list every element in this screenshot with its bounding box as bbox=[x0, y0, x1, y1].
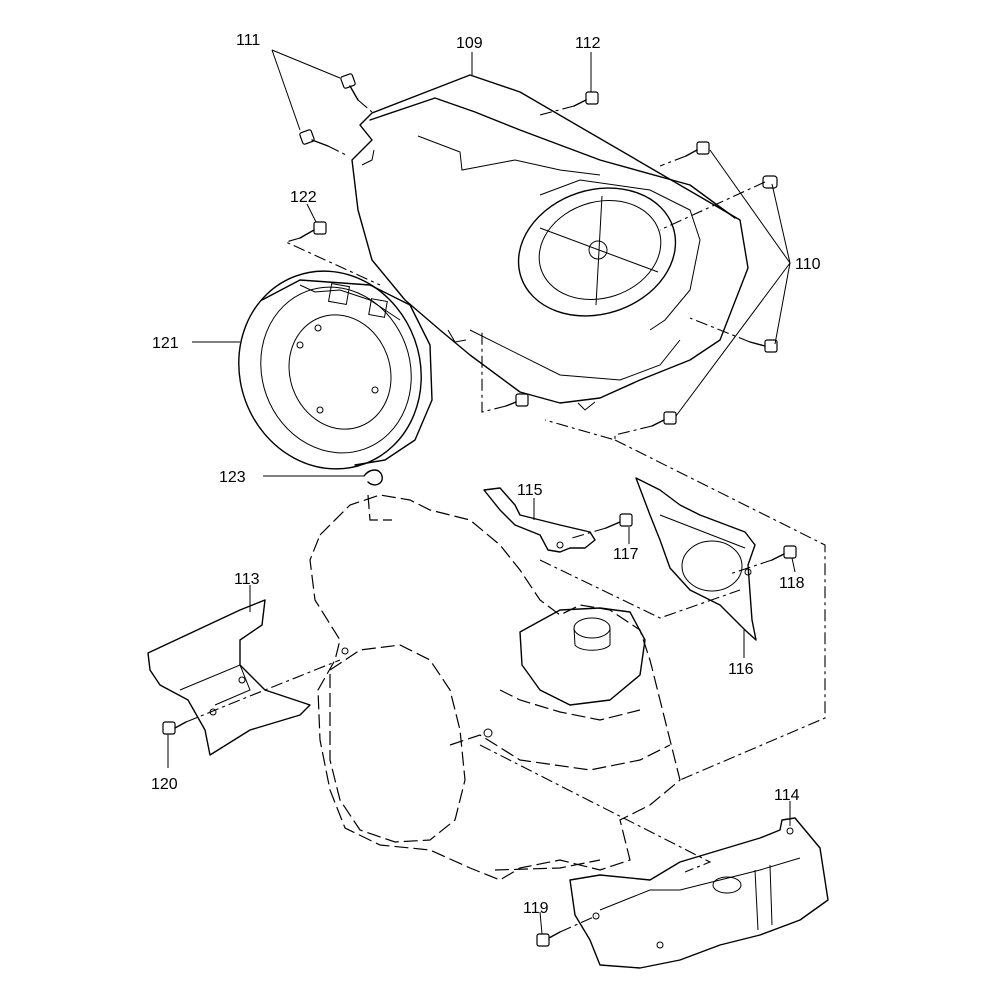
callout-123: 123 bbox=[219, 469, 246, 486]
callout-115: 115 bbox=[517, 482, 543, 499]
bolt-110a bbox=[685, 141, 710, 157]
callout-112: 112 bbox=[575, 35, 601, 52]
callout-114: 114 bbox=[774, 787, 800, 804]
bolt-118 bbox=[771, 545, 797, 561]
callout-119: 119 bbox=[523, 900, 549, 917]
bolt-110b bbox=[762, 175, 778, 189]
callout-113: 113 bbox=[234, 571, 260, 588]
bolt-112 bbox=[573, 91, 599, 107]
lower-cover-114 bbox=[569, 817, 829, 969]
bolt-120 bbox=[162, 721, 187, 735]
bolt-111a bbox=[340, 73, 359, 101]
callout-109: 109 bbox=[456, 35, 483, 52]
engine-block-outline bbox=[309, 494, 681, 881]
callout-110: 110 bbox=[795, 256, 821, 273]
bolt-122 bbox=[299, 221, 327, 239]
callout-labels: 109 110 111 112 113 114 115 116 117 118 … bbox=[151, 32, 821, 917]
fan-shroud-109 bbox=[351, 74, 749, 411]
bolt-110c bbox=[749, 339, 778, 353]
callout-111: 111 bbox=[236, 32, 260, 49]
clip-123 bbox=[363, 469, 383, 486]
callout-117: 117 bbox=[613, 546, 639, 563]
leader-lines bbox=[167, 49, 796, 935]
bolt-110e bbox=[505, 393, 529, 407]
bolt-119 bbox=[536, 931, 561, 947]
bolt-117 bbox=[605, 513, 633, 529]
bracket-115 bbox=[483, 487, 596, 553]
bolt-110d bbox=[651, 411, 677, 427]
callout-116: 116 bbox=[728, 661, 754, 678]
callout-121: 121 bbox=[152, 335, 179, 352]
callout-118: 118 bbox=[779, 575, 805, 592]
flywheel-121 bbox=[238, 270, 433, 470]
assembly-lines bbox=[185, 99, 826, 933]
callout-120: 120 bbox=[151, 776, 178, 793]
plate-116 bbox=[635, 477, 757, 641]
callout-122: 122 bbox=[290, 189, 317, 206]
bolt-111b bbox=[299, 129, 329, 147]
